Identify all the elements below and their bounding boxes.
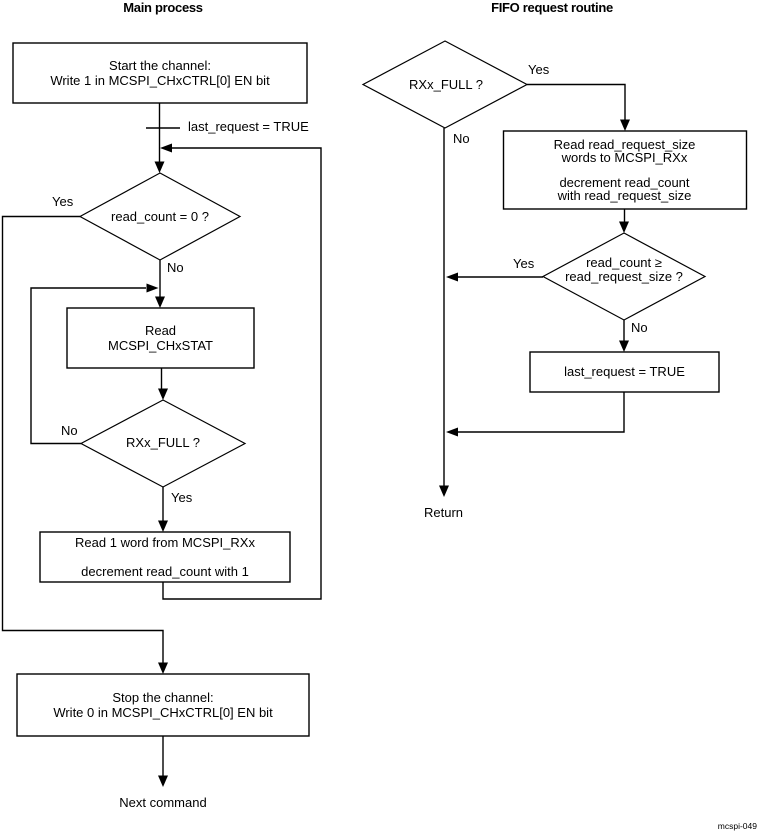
main-process-title: Main process [123,0,203,15]
rxx-full-fifo-no-label: No [453,131,470,146]
rxx-full-fifo-decision-label: RXx_FULL ? [409,77,483,92]
read-count-ge-diamond-outline [541,232,707,321]
read-request-box-line2: decrement read_count with read_request_s… [557,175,692,203]
last-request-annotation: last_request = TRUE [188,119,309,134]
connector-lastrequest-out [458,392,625,433]
read-request-box: Read read_request_size words to MCSPI_RX… [503,131,746,209]
connector-rxxfull-no-loop [30,287,146,445]
rxx-full-fifo-yes-label: Yes [528,62,550,77]
read-stat-box-outline [66,307,255,369]
read-count-zero-yes-label: Yes [52,194,74,209]
read-count-zero-diamond-outline [78,172,242,261]
arrowhead [155,296,165,308]
read-request-box-outline [502,130,748,210]
read-count-ge-yes-label: Yes [513,256,535,271]
arrowhead [446,427,458,437]
arrowhead [154,161,165,173]
return-label: Return [424,505,464,520]
rxx-full-fifo-diamond-outline [361,40,529,129]
connector-loop-readword-to-top [162,147,322,600]
read-word-box: Read 1 word from MCSPI_RXx decrement rea… [40,532,290,582]
next-command-label: Next command [119,795,207,810]
fifo-routine-title: FIFO request routine [491,0,613,15]
last-request-box-outline [529,351,720,393]
read-request-box-line1: Read read_request_size words to MCSPI_RX… [553,137,696,165]
read-count-zero-decision-label: read_count = 0 ? [111,209,209,224]
figure-id-label: mcspi-049 [717,821,757,831]
connector-yes-to-stop [1,215,164,663]
read-word-box-outline [39,531,291,583]
read-word-box-line2: decrement read_count with 1 [81,564,249,579]
stop-channel-box: Stop the channel: Write 0 in MCSPI_CHxCT… [53,689,273,721]
start-channel-box: Start the channel: Write 1 in MCSPI_CHxC… [50,57,270,89]
arrowheads [146,119,630,787]
last-request-box: last_request = TRUE [564,364,685,380]
read-count-ge-decision-label: read_count ≥ read_request_size ? [565,255,683,284]
process-boxes [12,42,748,737]
connector-fifo-yes [527,83,626,120]
arrowhead [439,485,449,497]
connectors [1,83,626,776]
arrowhead [620,119,630,131]
arrowhead [158,520,168,532]
read-count-zero-no-label: No [167,260,184,275]
stop-channel-box-outline [16,673,310,737]
arrowhead [146,283,159,293]
rxx-full-main-no-label: No [61,423,78,438]
rxx-full-main-diamond-outline [79,399,247,488]
arrowhead [158,388,168,400]
read-count-ge-no-label: No [631,320,648,335]
start-channel-box-outline [12,42,308,104]
read-stat-box: Read MCSPI_CHxSTAT [108,322,213,354]
arrowhead [619,340,629,352]
arrowhead [158,662,168,674]
decision-diamonds [78,40,707,488]
arrowhead [446,272,458,282]
rxx-full-main-yes-label: Yes [171,490,193,505]
rxx-full-main-decision-label: RXx_FULL ? [126,435,200,450]
read-word-box-line1: Read 1 word from MCSPI_RXx [75,535,255,550]
arrowhead [158,775,168,787]
arrowhead [619,221,629,233]
arrowhead [160,143,172,153]
